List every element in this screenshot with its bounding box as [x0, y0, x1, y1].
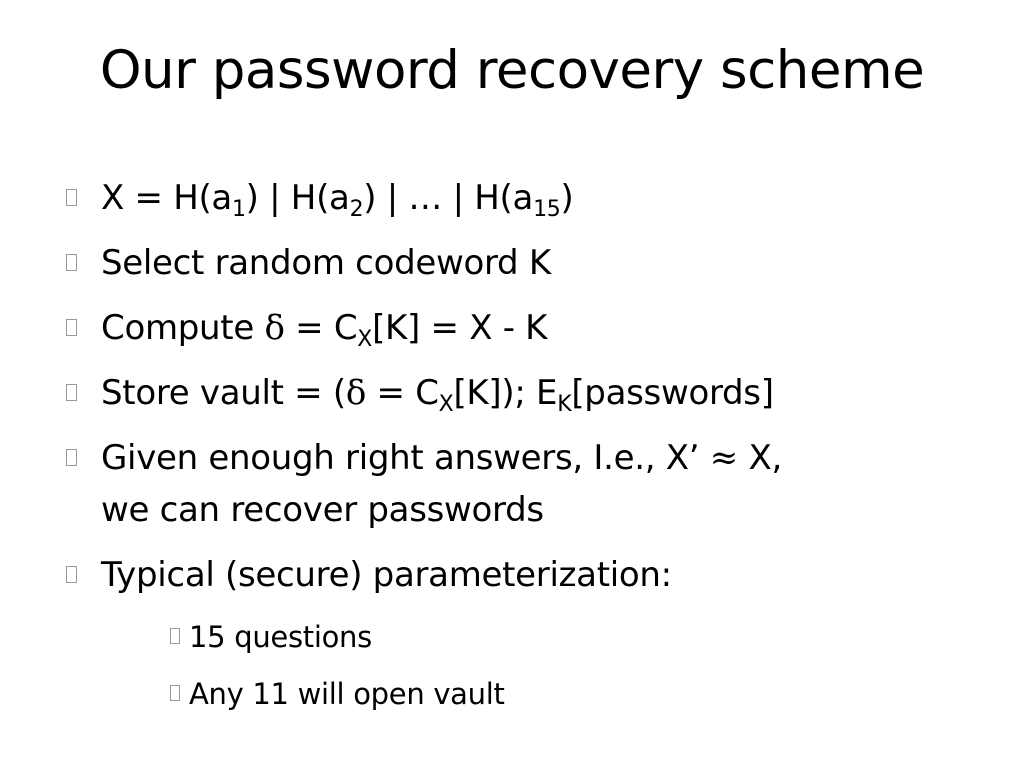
bullet-text: Given enough right answers, I.e., X’ ≈ X…	[101, 438, 782, 530]
bullet-recover-passwords: Given enough right answers, I.e., X’ ≈ X…	[66, 432, 966, 536]
bullet-text: Typical (secure) parameterization:	[101, 555, 672, 595]
bullet-box-icon	[66, 254, 77, 271]
sub-bullet-list: 15 questions Any 11 will open vault	[66, 614, 966, 717]
bullet-text: X = H(a1) | H(a2) | … | H(a15)	[101, 178, 574, 222]
sub-bullet-text: Any 11 will open vault	[189, 677, 505, 711]
bullet-store-vault: Store vault = (δ = CX[K]); EK[passwords]	[66, 367, 966, 419]
bullet-text: Select random codeword K	[101, 243, 551, 283]
sub-bullet-text: 15 questions	[189, 620, 372, 654]
bullet-text: Store vault = (δ = CX[K]); EK[passwords]	[101, 373, 774, 417]
bullet-hash-concat: X = H(a1) | H(a2) | … | H(a15)	[66, 172, 966, 224]
bullet-parameterization: Typical (secure) parameterization:	[66, 549, 966, 601]
sub-bullet-questions: 15 questions	[170, 614, 966, 660]
slide-title: Our password recovery scheme	[99, 40, 925, 101]
sub-bullet-threshold: Any 11 will open vault	[170, 671, 966, 717]
bullet-box-icon	[66, 449, 77, 466]
bullet-select-codeword: Select random codeword K	[66, 237, 966, 289]
bullet-compute-delta: Compute δ = CX[K] = X - K	[66, 302, 966, 354]
bullet-box-icon	[66, 566, 77, 583]
bullet-box-icon	[66, 384, 77, 401]
bullet-text: Compute δ = CX[K] = X - K	[101, 308, 548, 352]
sub-bullet-box-icon	[170, 628, 180, 644]
sub-bullet-box-icon	[170, 685, 180, 701]
bullet-box-icon	[66, 189, 77, 206]
bullet-list: X = H(a1) | H(a2) | … | H(a15) Select ra…	[66, 172, 966, 728]
bullet-box-icon	[66, 319, 77, 336]
